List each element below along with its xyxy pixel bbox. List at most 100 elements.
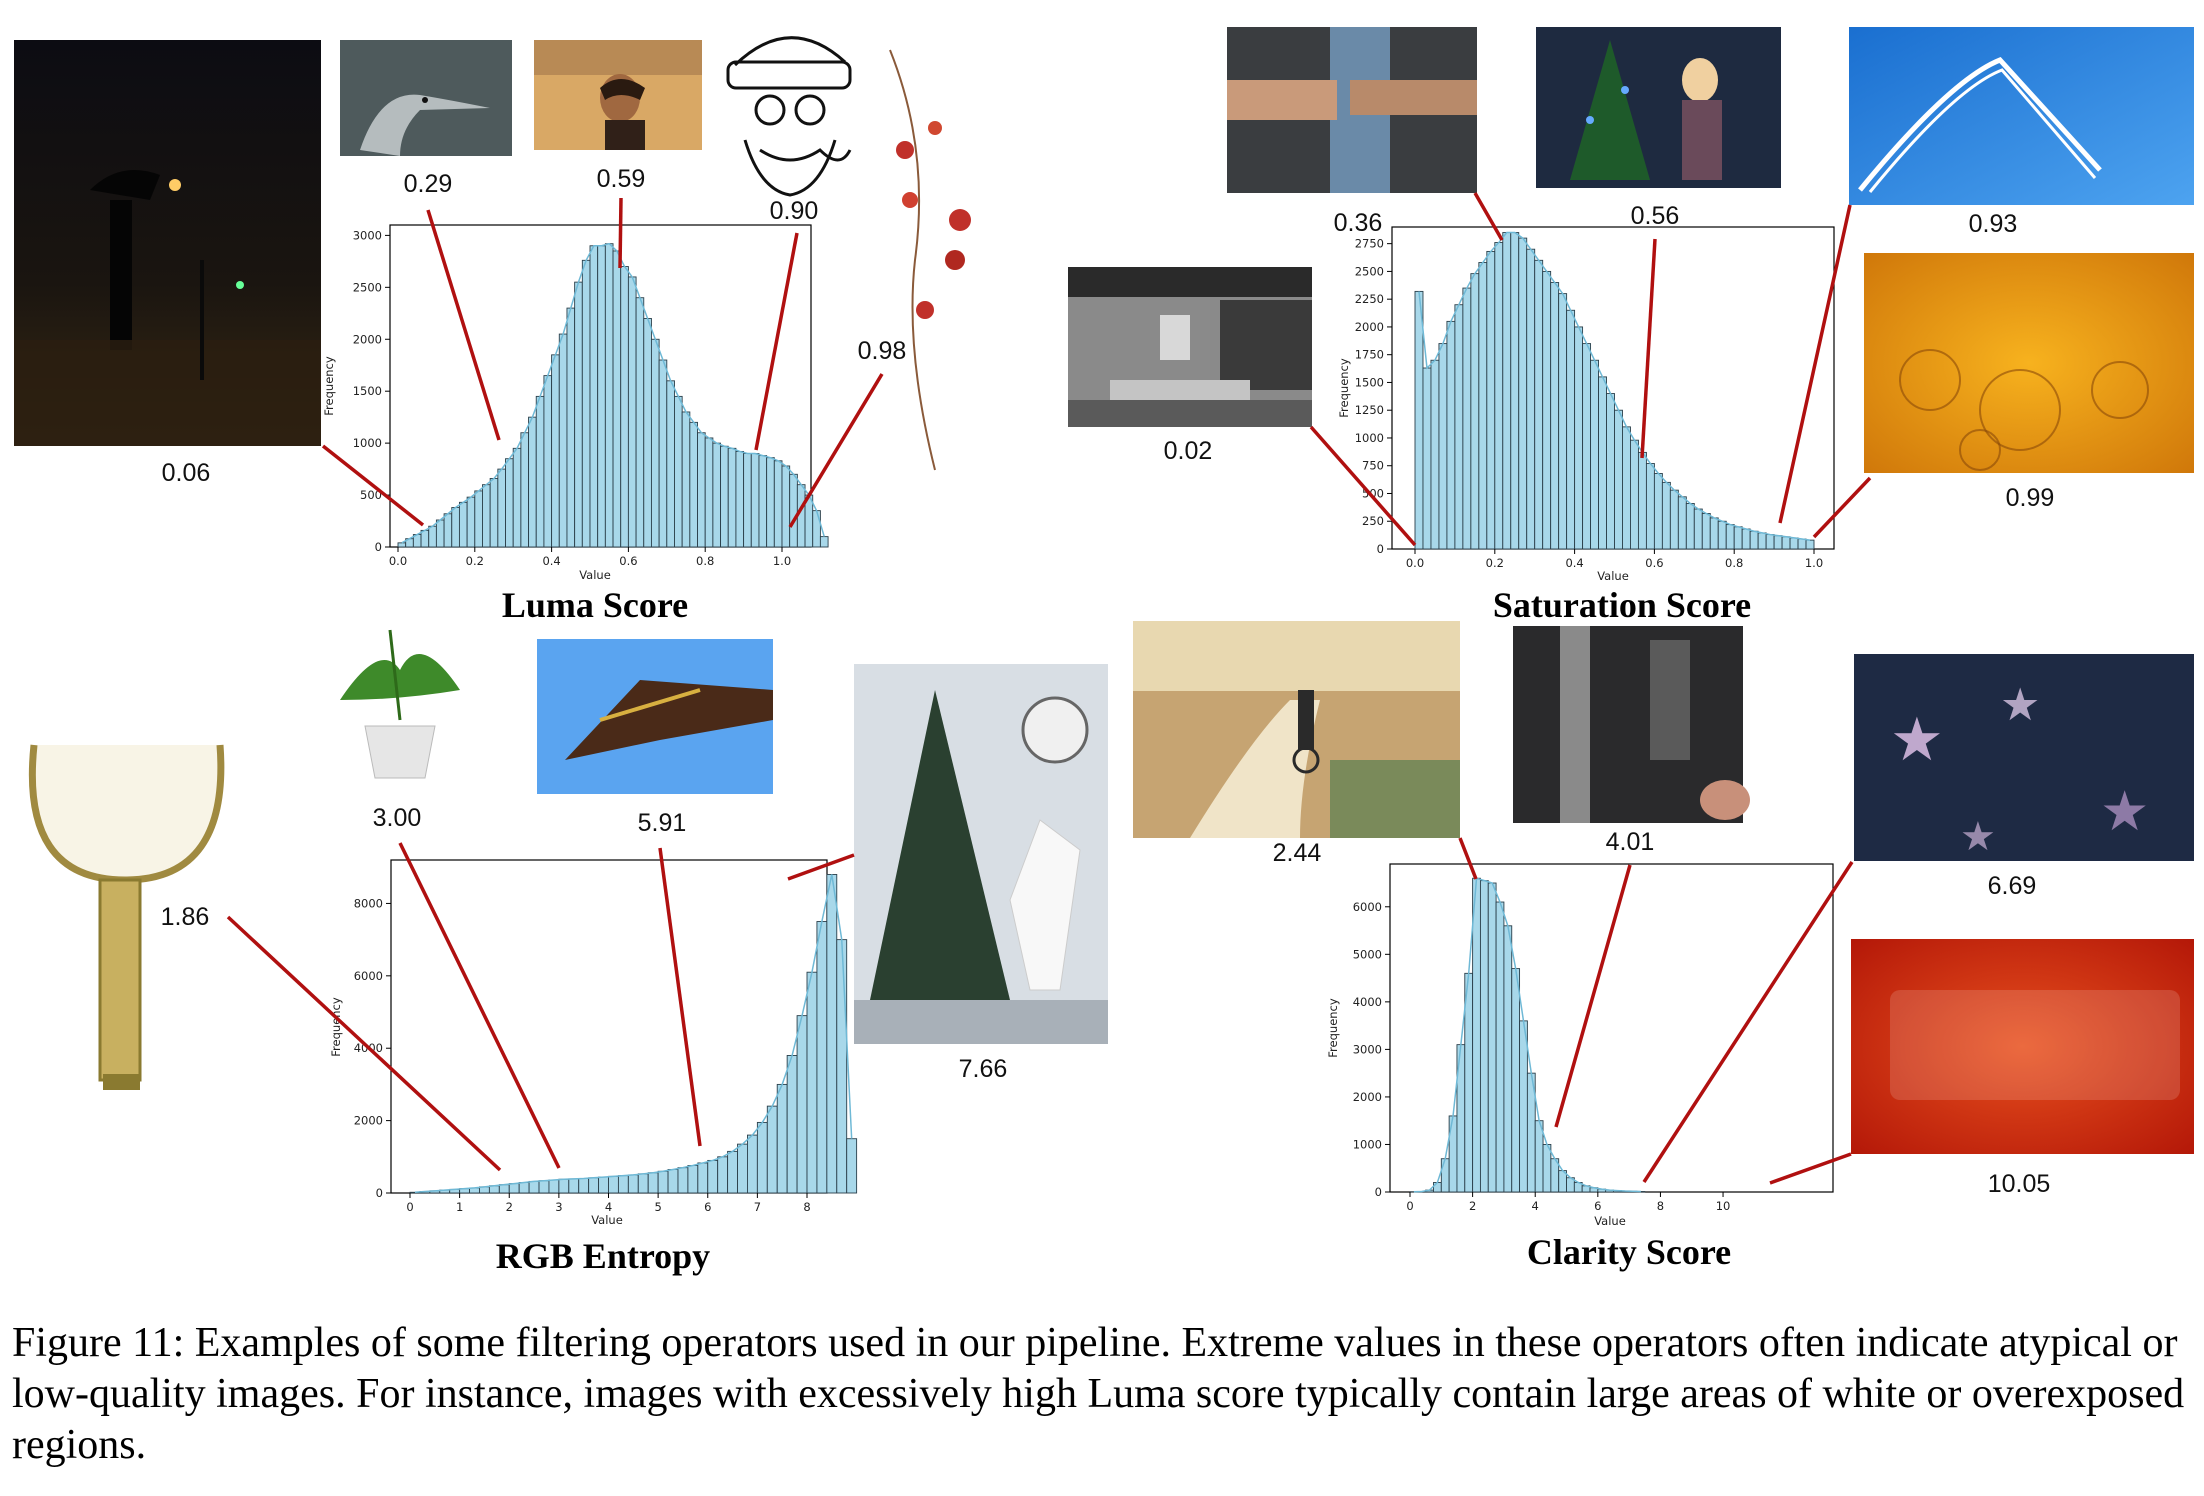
saturation-bar bbox=[1733, 526, 1743, 550]
rgb-entropy-title: RGB Entropy bbox=[496, 1236, 710, 1276]
rgb-entropy-bar bbox=[657, 1170, 669, 1194]
rgb-entropy-density-line bbox=[414, 874, 853, 1194]
clarity-xtick-label: 4 bbox=[1532, 1199, 1539, 1213]
luma-bar bbox=[650, 338, 660, 548]
clarity-example-label: 10.05 bbox=[1988, 1170, 2051, 1198]
clarity-xtick-label: 2 bbox=[1469, 1199, 1476, 1213]
rgb-entropy-bar bbox=[826, 874, 838, 1194]
saturation-bar bbox=[1614, 409, 1623, 550]
saturation-bar bbox=[1709, 517, 1719, 550]
christmas-girl-thumbnail bbox=[1536, 27, 1781, 188]
luma-xtick-label: 0.4 bbox=[542, 554, 560, 568]
clarity-example-label: 4.01 bbox=[1606, 828, 1655, 856]
saturation-bars bbox=[1414, 231, 1815, 550]
pointer-line-luma-029 bbox=[426, 209, 501, 441]
rgb-entropy-bar bbox=[756, 1121, 768, 1194]
luma-bar bbox=[443, 513, 453, 548]
rgb-entropy-bar bbox=[518, 1182, 530, 1194]
saturation-bar bbox=[1685, 503, 1695, 550]
saturation-xtick-label: 0.6 bbox=[1645, 556, 1663, 570]
clarity-example-label: 6.69 bbox=[1988, 872, 2037, 900]
luma-bar bbox=[766, 457, 775, 548]
potted-plant-thumbnail bbox=[340, 629, 460, 779]
dark-scene-thumbnail bbox=[1513, 626, 1750, 823]
heron-thumbnail bbox=[340, 40, 512, 156]
saturation-bar bbox=[1773, 535, 1783, 550]
saturation-bar bbox=[1454, 304, 1464, 550]
saturation-bar bbox=[1606, 393, 1615, 550]
saturation-ytick-label: 2750 bbox=[1355, 237, 1384, 251]
saturation-bar bbox=[1446, 320, 1456, 550]
clarity-ylabel: Frequency bbox=[1326, 998, 1340, 1058]
luma-bar bbox=[558, 333, 568, 548]
luma-bar bbox=[689, 421, 698, 548]
luma-bar bbox=[535, 395, 545, 548]
rgb-entropy-bar bbox=[766, 1105, 778, 1194]
luma-bar bbox=[704, 437, 714, 548]
pointer-line-luma-006 bbox=[321, 444, 425, 527]
luma-bar bbox=[727, 447, 737, 548]
luma-ytick-label: 2500 bbox=[353, 280, 382, 294]
saturation-title: Saturation Score bbox=[1493, 585, 1751, 625]
vei-logo-thumbnail bbox=[1851, 939, 2194, 1154]
clarity-xtick-label: 8 bbox=[1657, 1199, 1664, 1213]
rgb-entropy-ylabel: Frequency bbox=[329, 997, 343, 1057]
luma-bar bbox=[604, 243, 614, 548]
luma-bar bbox=[589, 245, 599, 548]
clarity-density-line bbox=[1413, 877, 1641, 1193]
rgb-entropy-bar bbox=[707, 1159, 719, 1194]
clarity-bar bbox=[1464, 972, 1474, 1193]
luma-bar bbox=[497, 468, 506, 548]
luma-bar bbox=[489, 477, 499, 548]
saturation-ytick-label: 2000 bbox=[1355, 320, 1384, 334]
clarity-ytick-label: 2000 bbox=[1353, 1090, 1382, 1104]
pointer-line-clarity-1005 bbox=[1769, 1152, 1852, 1185]
luma-bar bbox=[512, 447, 522, 548]
luma-bar bbox=[543, 375, 553, 548]
saturation-bar bbox=[1741, 528, 1751, 550]
luma-xtick-label: 0.0 bbox=[389, 554, 407, 568]
luma-ytick-label: 2000 bbox=[353, 332, 382, 346]
library-hands-thumbnail bbox=[1227, 27, 1477, 193]
saturation-bar bbox=[1534, 259, 1544, 550]
saturation-bar bbox=[1701, 513, 1711, 550]
luma-bar bbox=[420, 529, 430, 548]
luma-bar bbox=[758, 455, 768, 548]
clarity-xtick-label: 6 bbox=[1594, 1199, 1601, 1213]
figure-caption: Figure 11: Examples of some filtering op… bbox=[12, 1320, 2185, 1468]
pointer-line-rgb-591 bbox=[658, 847, 702, 1147]
luma-example-label: 0.59 bbox=[597, 165, 646, 193]
saturation-ytick-label: 2500 bbox=[1355, 264, 1384, 278]
saturation-bar bbox=[1622, 426, 1631, 550]
saturation-bar bbox=[1645, 463, 1655, 550]
luma-bar bbox=[789, 473, 798, 548]
rgb-entropy-bar bbox=[667, 1169, 679, 1194]
clarity-xlabel: Value bbox=[1594, 1214, 1626, 1228]
rgb-entropy-xtick-label: 5 bbox=[654, 1200, 661, 1214]
rgb-entropy-xtick-label: 4 bbox=[605, 1200, 612, 1214]
clarity-ytick-label: 4000 bbox=[1353, 995, 1382, 1009]
rgb-entropy-bar bbox=[796, 1015, 808, 1194]
saturation-ytick-label: 2250 bbox=[1355, 292, 1384, 306]
rgb-entropy-bar bbox=[538, 1180, 550, 1194]
saturation-bar bbox=[1749, 530, 1759, 550]
saturation-bar bbox=[1574, 326, 1584, 550]
cartoon-face-thumbnail bbox=[726, 36, 852, 197]
rgb-entropy-bar bbox=[717, 1156, 729, 1194]
saturation-ytick-label: 750 bbox=[1362, 459, 1384, 473]
rgb-entropy-bar bbox=[687, 1165, 699, 1194]
saturation-ytick-label: 250 bbox=[1362, 514, 1384, 528]
luma-bar bbox=[666, 380, 675, 548]
night-street-thumbnail bbox=[14, 40, 321, 446]
rgb-entropy-bar bbox=[617, 1175, 629, 1194]
living-room-thumbnail bbox=[1068, 267, 1312, 427]
saturation-ytick-label: 1000 bbox=[1355, 431, 1384, 445]
saturation-bar bbox=[1510, 232, 1520, 550]
luma-xtick-label: 0.8 bbox=[696, 554, 714, 568]
saturation-bar bbox=[1630, 439, 1639, 550]
luma-bar bbox=[435, 519, 445, 548]
svg-text:★: ★ bbox=[1890, 706, 1944, 773]
